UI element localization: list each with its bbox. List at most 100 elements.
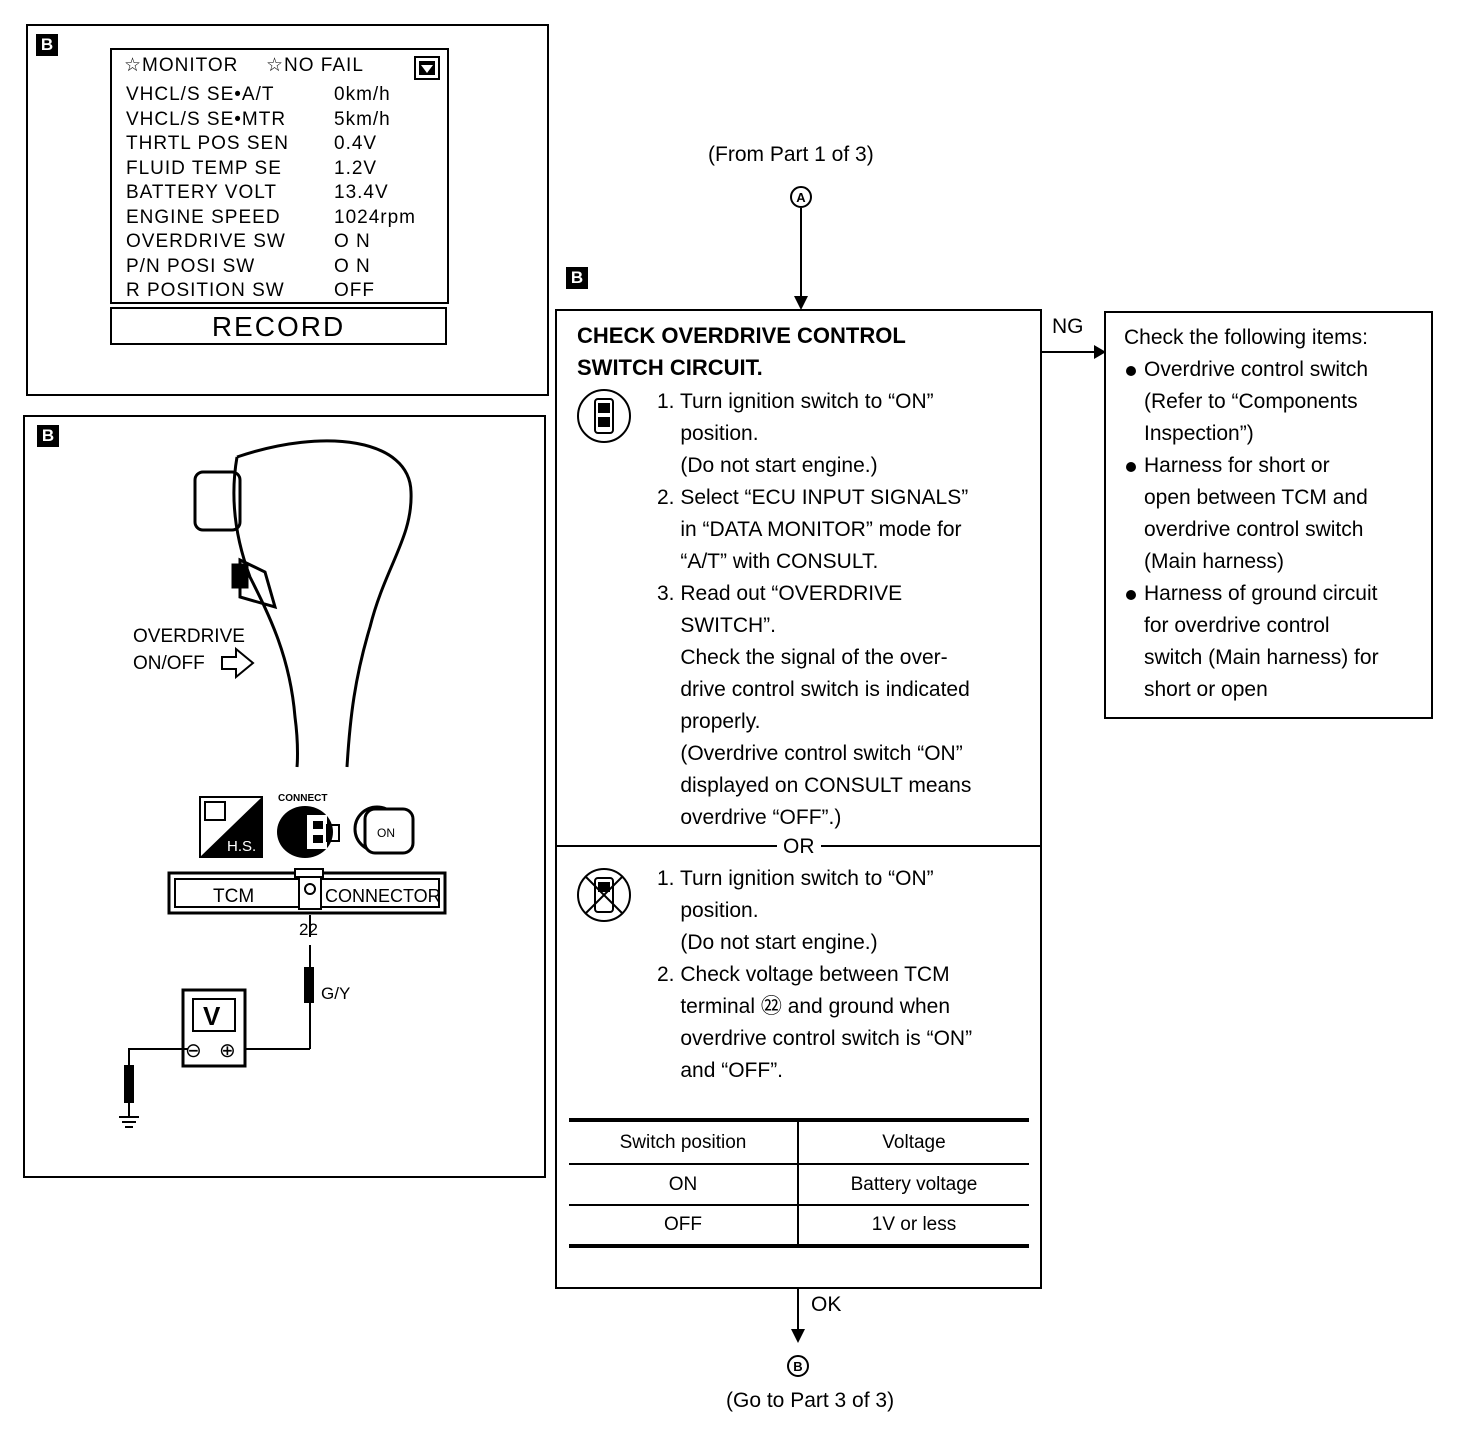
step-tag-b: B [566,267,588,289]
monitor-row-label: BATTERY VOLT [126,182,278,203]
procedure-line: SWITCH”. [657,614,776,637]
wire-color-label: G/Y [321,984,350,1003]
terminal-number: 22 [299,920,318,939]
ng-item-line: for overdrive control [1144,614,1330,637]
procedure-line: “A/T” with CONSULT. [657,550,879,573]
ng-label: NG [1052,315,1084,338]
harness-icon: H.S. [199,796,263,858]
tcm-label: TCM [213,886,254,907]
record-button[interactable]: RECORD [110,307,447,345]
procedure-line: in “DATA MONITOR” mode for [657,518,962,541]
ng-items: Overdrive control switch (Refer to “Compo… [1120,354,1379,706]
table-cell: OFF [569,1205,799,1246]
monitor-row-value: 5km/h [334,108,391,130]
ng-arrow [1042,345,1106,359]
monitor-row-value: 0km/h [334,84,391,105]
record-button-label: RECORD [211,311,346,342]
bullet-icon [1126,366,1136,376]
svg-text:⊕: ⊕ [219,1040,236,1062]
ng-item-line: (Main harness) [1144,550,1285,573]
table-header-switch: Switch position [569,1120,799,1164]
svg-text:CONNECT: CONNECT [278,793,327,804]
ground-icon [119,1103,139,1128]
with-consult-procedure: 1. Turn ignition switch to “ON” position… [657,386,971,834]
monitor-row-label: THRTL POS SEN [126,133,289,154]
step-title: CHECK OVERDRIVE CONTROL SWITCH CIRCUIT. [577,320,906,384]
connector-label: CONNECTOR [325,886,441,906]
svg-text:V: V [203,1001,221,1031]
monitor-row-value: O N [334,231,371,252]
without-consult-icon [577,868,631,922]
table-header-voltage: Voltage [882,1131,946,1153]
bullet-icon [1126,462,1136,472]
monitor-row-label: VHCL/S SE•A/T [126,84,275,105]
ng-item-line: Overdrive control switch [1144,358,1369,381]
probe-positive [304,967,314,1003]
ok-label: OK [811,1293,842,1316]
arrow-right-icon [221,646,255,680]
voltmeter-icon: V ⊖ ⊕ [181,988,247,1068]
table-cell: ON [569,1164,799,1205]
with-consult-icon [577,389,631,443]
bullet-icon [1126,590,1136,600]
step-tag-b: B [36,34,58,56]
table-cell: Battery voltage [850,1173,978,1195]
monitor-row-label: VHCL/S SE•MTR [126,108,287,130]
svg-text:H.S.: H.S. [227,838,256,855]
monitor-row-label: P/N POSI SW [126,255,256,277]
monitor-row-value: O N [334,255,371,277]
probe-negative [124,1065,134,1103]
monitor-row-value: 1.2V [334,157,378,179]
step-title-line-1: CHECK OVERDRIVE CONTROL [577,323,906,348]
wiring-diagram: OVERDRIVE ON/OFF H.S. CONNECT ON [119,439,447,1128]
without-consult-procedure: 1. Turn ignition switch to “ON” position… [657,863,972,1087]
ng-item: Overdrive control switch (Refer to “Compo… [1120,354,1379,450]
ok-arrow [791,1289,805,1343]
monitor-row-label: FLUID TEMP SE [126,157,282,179]
step-tag-b: B [37,425,59,447]
procedure-line: position. [657,422,759,445]
monitor-row-label: R POSITION SW [126,280,285,301]
shift-knob-icon [193,439,413,768]
monitor-row-value: 0.4V [334,133,378,154]
procedure-line: (Do not start engine.) [657,454,878,477]
to-connector: B [787,1355,809,1377]
procedure-line: 1. Turn ignition switch to “ON” [657,390,934,413]
or-label: OR [777,831,821,863]
from-marker: A [796,190,806,205]
monitor-header-right: ☆NO FAIL [266,55,364,76]
voltage-table: Switch position Voltage ON Battery volta… [569,1118,1029,1248]
ng-item-line: (Refer to “Components [1144,390,1358,413]
ng-item-line: Inspection”) [1144,422,1254,445]
monitor-row-value: 1024rpm [334,206,416,228]
monitor-row-value: OFF [334,280,375,301]
procedure-line: displayed on CONSULT means [657,774,972,797]
procedure-line: overdrive control switch is “ON” [657,1027,973,1050]
procedure-line: drive control switch is indicated [657,678,970,701]
procedure-line: properly. [657,710,761,733]
procedure-line: Check the signal of the over- [657,646,948,669]
procedure-line: and “OFF”. [657,1059,784,1082]
procedure-line: overdrive “OFF”.) [657,806,842,829]
ng-item-line: open between TCM and [1144,486,1368,509]
scroll-down-icon[interactable] [414,56,440,80]
procedure-line: (Do not start engine.) [657,931,878,954]
ng-item-line: Harness of ground circuit [1144,582,1378,605]
connect-icon: CONNECT [277,793,340,858]
svg-text:⊖: ⊖ [185,1040,202,1062]
ng-item-line: switch (Main harness) for [1144,646,1379,669]
ignition-on-icon: ON [353,805,415,855]
procedure-line: (Overdrive control switch “ON” [657,742,963,765]
ng-heading: Check the following items: [1124,326,1368,349]
monitor-header-left: ☆MONITOR [124,55,239,76]
procedure-line: position. [657,899,759,922]
ng-item: Harness of ground circuit for overdrive c… [1120,578,1379,706]
wiring-panel: B OVERDRIVE ON/OFF H.S. CONNECT [23,415,546,1178]
monitor-row-label: OVERDRIVE SW [126,231,286,252]
ng-item-line: overdrive control switch [1144,518,1364,541]
monitor-row-value: 13.4V [334,182,389,203]
ng-item-line: short or open [1144,678,1268,701]
